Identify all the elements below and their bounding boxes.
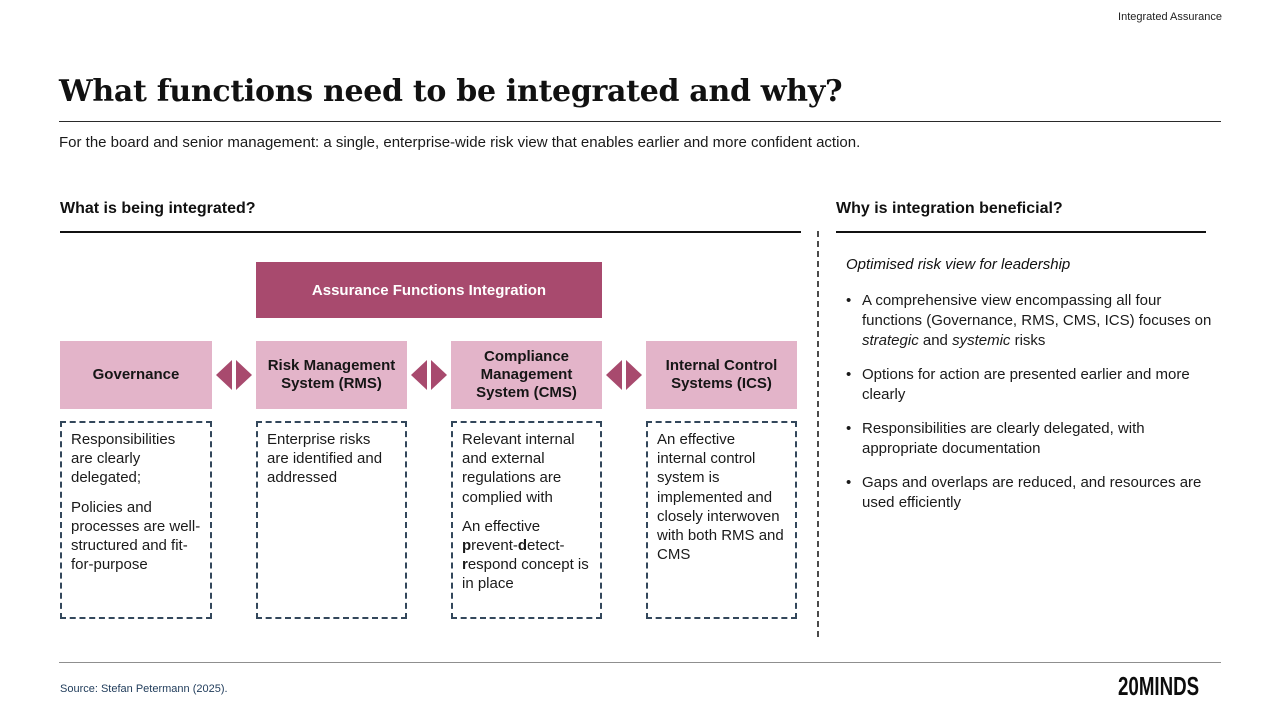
note-paragraph: An effective internal control system is … [657,431,784,564]
benefit-item: • Responsibilities are clearly delegated… [846,419,1218,459]
arrow-right-icon [236,360,252,390]
arrow-right-icon [431,360,447,390]
benefit-text-italic: strategic [862,332,919,349]
bullet-icon: • [846,366,852,383]
note-text: etect- [527,536,565,554]
benefit-text-italic: systemic [952,332,1011,349]
note-paragraph: Relevant internal and external regulatio… [462,431,575,506]
benefit-item: • Gaps and overlaps are reduced, and res… [846,473,1218,513]
bullet-icon: • [846,474,852,491]
benefit-text-part: and [918,332,953,349]
benefits-list: • A comprehensive view encompassing all … [846,291,1218,527]
benefit-item: • A comprehensive view encompassing all … [846,291,1218,351]
arrow-left-icon [411,360,427,390]
benefit-item: • Options for action are presented earli… [846,365,1218,405]
bullet-icon: • [846,420,852,437]
arrow-left-icon [216,360,232,390]
note-paragraph: Policies and processes are well-structur… [71,498,201,574]
bidirectional-arrow-icon [216,360,252,390]
subtitle: For the board and senior management: a s… [59,134,861,151]
box-ics-label: Internal Control Systems (ICS) [665,356,778,392]
bidirectional-arrow-icon [411,360,447,390]
box-rms-label: Risk Management System (RMS) [267,356,396,392]
benefit-text-part: risks [1010,332,1046,349]
bullet-icon: • [846,292,852,309]
title-divider [59,121,1221,122]
source-note: Source: Stefan Petermann (2025). [60,683,228,695]
page-title: What functions need to be integrated and… [59,74,843,109]
note-paragraph: Enterprise risks are identified and addr… [267,431,383,487]
notes-governance: Responsibilities are clearly delegated; … [60,421,212,619]
box-governance: Governance [60,341,212,409]
note-text-bold: d [517,536,528,554]
benefits-lead: Optimised risk view for leadership [846,256,1071,273]
note-text: An effective [462,517,541,535]
benefit-text: A comprehensive view encompassing all fo… [862,291,1218,351]
benefit-text: Responsibilities are clearly delegated, … [862,420,1145,457]
note-text: espond concept is in place [462,556,589,593]
box-rms: Risk Management System (RMS) [256,341,407,409]
notes-ics: An effective internal control system is … [646,421,797,619]
box-cms-label: Compliance Management System (CMS) [476,347,577,402]
arrow-left-icon [606,360,622,390]
benefit-text: Options for action are presented earlier… [862,366,1190,403]
note-text-bold: p [462,536,472,554]
footer-divider [59,662,1221,663]
bidirectional-arrow-icon [606,360,642,390]
section-divider [817,231,819,637]
box-governance-label: Governance [92,365,180,383]
notes-cms: Relevant internal and external regulatio… [451,421,602,619]
note-paragraph: Responsibilities are clearly delegated; [71,431,176,487]
box-cms: Compliance Management System (CMS) [451,341,602,409]
integration-heading-underline [60,231,801,233]
note-text: revent- [471,536,518,554]
benefit-text-part: A comprehensive view encompassing all fo… [862,292,1212,329]
page-label: Integrated Assurance [1118,11,1222,23]
notes-rms: Enterprise risks are identified and addr… [256,421,407,619]
note-paragraph-pdr: An effective prevent-detect-respond conc… [462,517,591,594]
company-logo: 20MINDS [1118,671,1200,701]
arrow-right-icon [626,360,642,390]
integration-section-heading: What is being integrated? [60,200,256,217]
box-ics: Internal Control Systems (ICS) [646,341,797,409]
integration-banner: Assurance Functions Integration [256,262,602,318]
benefits-section-heading: Why is integration beneficial? [836,200,1063,217]
benefits-heading-underline [836,231,1206,233]
integration-banner-label: Assurance Functions Integration [311,281,547,299]
note-text-bold: r [462,556,468,574]
benefit-text: Gaps and overlaps are reduced, and resou… [862,474,1202,511]
